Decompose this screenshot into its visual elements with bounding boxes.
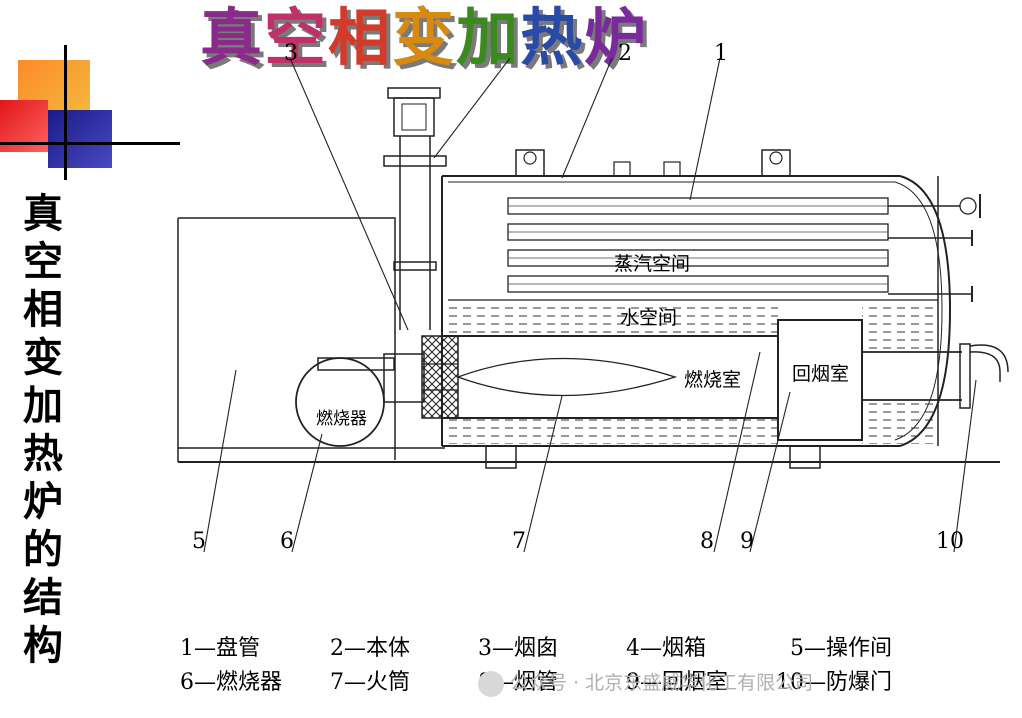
side-title-char: 炉 xyxy=(23,479,63,525)
side-title-char: 热 xyxy=(23,431,63,477)
explosion-door xyxy=(959,343,1009,409)
chimney xyxy=(383,87,447,330)
callout-5: 5 xyxy=(192,529,206,554)
operating-room xyxy=(177,217,445,462)
title-char: 热 xyxy=(520,1,585,74)
boiler-diagram: 蒸汽空间 水空间 燃烧室 回烟室 燃烧器 3 2 1 5 6 7 8 9 10 xyxy=(177,41,1009,554)
legend: 1—盘管 2—本体 3—烟囱 4—烟箱 5—操作间 6—燃烧器 7—火筒 8—烟… xyxy=(180,630,980,698)
legend-item: 7—火筒 xyxy=(330,670,410,695)
callout-10: 10 xyxy=(936,529,964,554)
side-title-char: 构 xyxy=(23,623,63,669)
deco-horizontal-line xyxy=(0,142,180,145)
base xyxy=(178,445,1000,469)
burner-label: 燃烧器 xyxy=(316,409,367,429)
legend-item: 2—本体 xyxy=(330,636,410,661)
side-title-char: 真 xyxy=(23,191,63,237)
callout-9: 9 xyxy=(740,529,754,554)
callout-1: 1 xyxy=(714,41,728,66)
legend-row-1: 1—盘管 2—本体 3—烟囱 4—烟箱 5—操作间 xyxy=(180,630,980,664)
legend-item: 6—燃烧器 xyxy=(180,670,282,695)
leader-lines xyxy=(203,57,977,553)
callout-8: 8 xyxy=(700,529,714,554)
side-title: 真空相变加热炉的结构 xyxy=(18,190,68,670)
callout-6: 6 xyxy=(280,529,294,554)
side-title-char: 相 xyxy=(23,287,63,333)
return-chamber xyxy=(777,319,962,441)
title-char: 真 xyxy=(200,1,265,74)
legend-item: 1—盘管 xyxy=(180,636,260,661)
coil-tubes xyxy=(507,194,981,302)
legend-item: 5—操作间 xyxy=(790,636,892,661)
burner xyxy=(295,353,458,447)
callout-3: 3 xyxy=(284,41,298,66)
legend-row-2: 6—燃烧器 7—火筒 8—烟管 9—回烟室 10—防爆门 xyxy=(180,664,980,698)
callout-2: 2 xyxy=(618,41,632,66)
watermark: 公众号 · 北京东盛威华化工有限公司 xyxy=(478,668,813,697)
title-char: 变 xyxy=(392,1,457,74)
side-title-char: 加 xyxy=(23,383,63,429)
callout-7: 7 xyxy=(512,529,526,554)
side-title-char: 空 xyxy=(23,239,63,285)
wechat-icon xyxy=(478,670,504,697)
legend-item: 10—防爆门 xyxy=(776,670,892,695)
side-title-char: 变 xyxy=(23,335,63,381)
watermark-text: 公众号 · 北京东盛威华化工有限公司 xyxy=(510,672,814,694)
legend-item: 4—烟箱 xyxy=(626,636,706,661)
water-space-label: 水空间 xyxy=(620,307,677,329)
fire-tube xyxy=(421,335,778,419)
side-title-char: 的 xyxy=(23,527,63,573)
legend-item: 3—烟囱 xyxy=(478,636,558,661)
return-chamber-label: 回烟室 xyxy=(792,363,849,385)
water-space xyxy=(448,299,938,444)
combustion-chamber-label: 燃烧室 xyxy=(684,369,741,391)
deco-blue-square xyxy=(48,110,112,168)
steam-space-label: 蒸汽空间 xyxy=(614,253,690,275)
deco-vertical-line xyxy=(64,45,67,180)
legend-item: 9—回烟室 xyxy=(626,670,728,695)
title-char: 炉 xyxy=(584,1,649,74)
title-char: 相 xyxy=(328,1,393,74)
title-char: 空 xyxy=(264,1,329,74)
side-title-char: 结 xyxy=(23,575,63,621)
